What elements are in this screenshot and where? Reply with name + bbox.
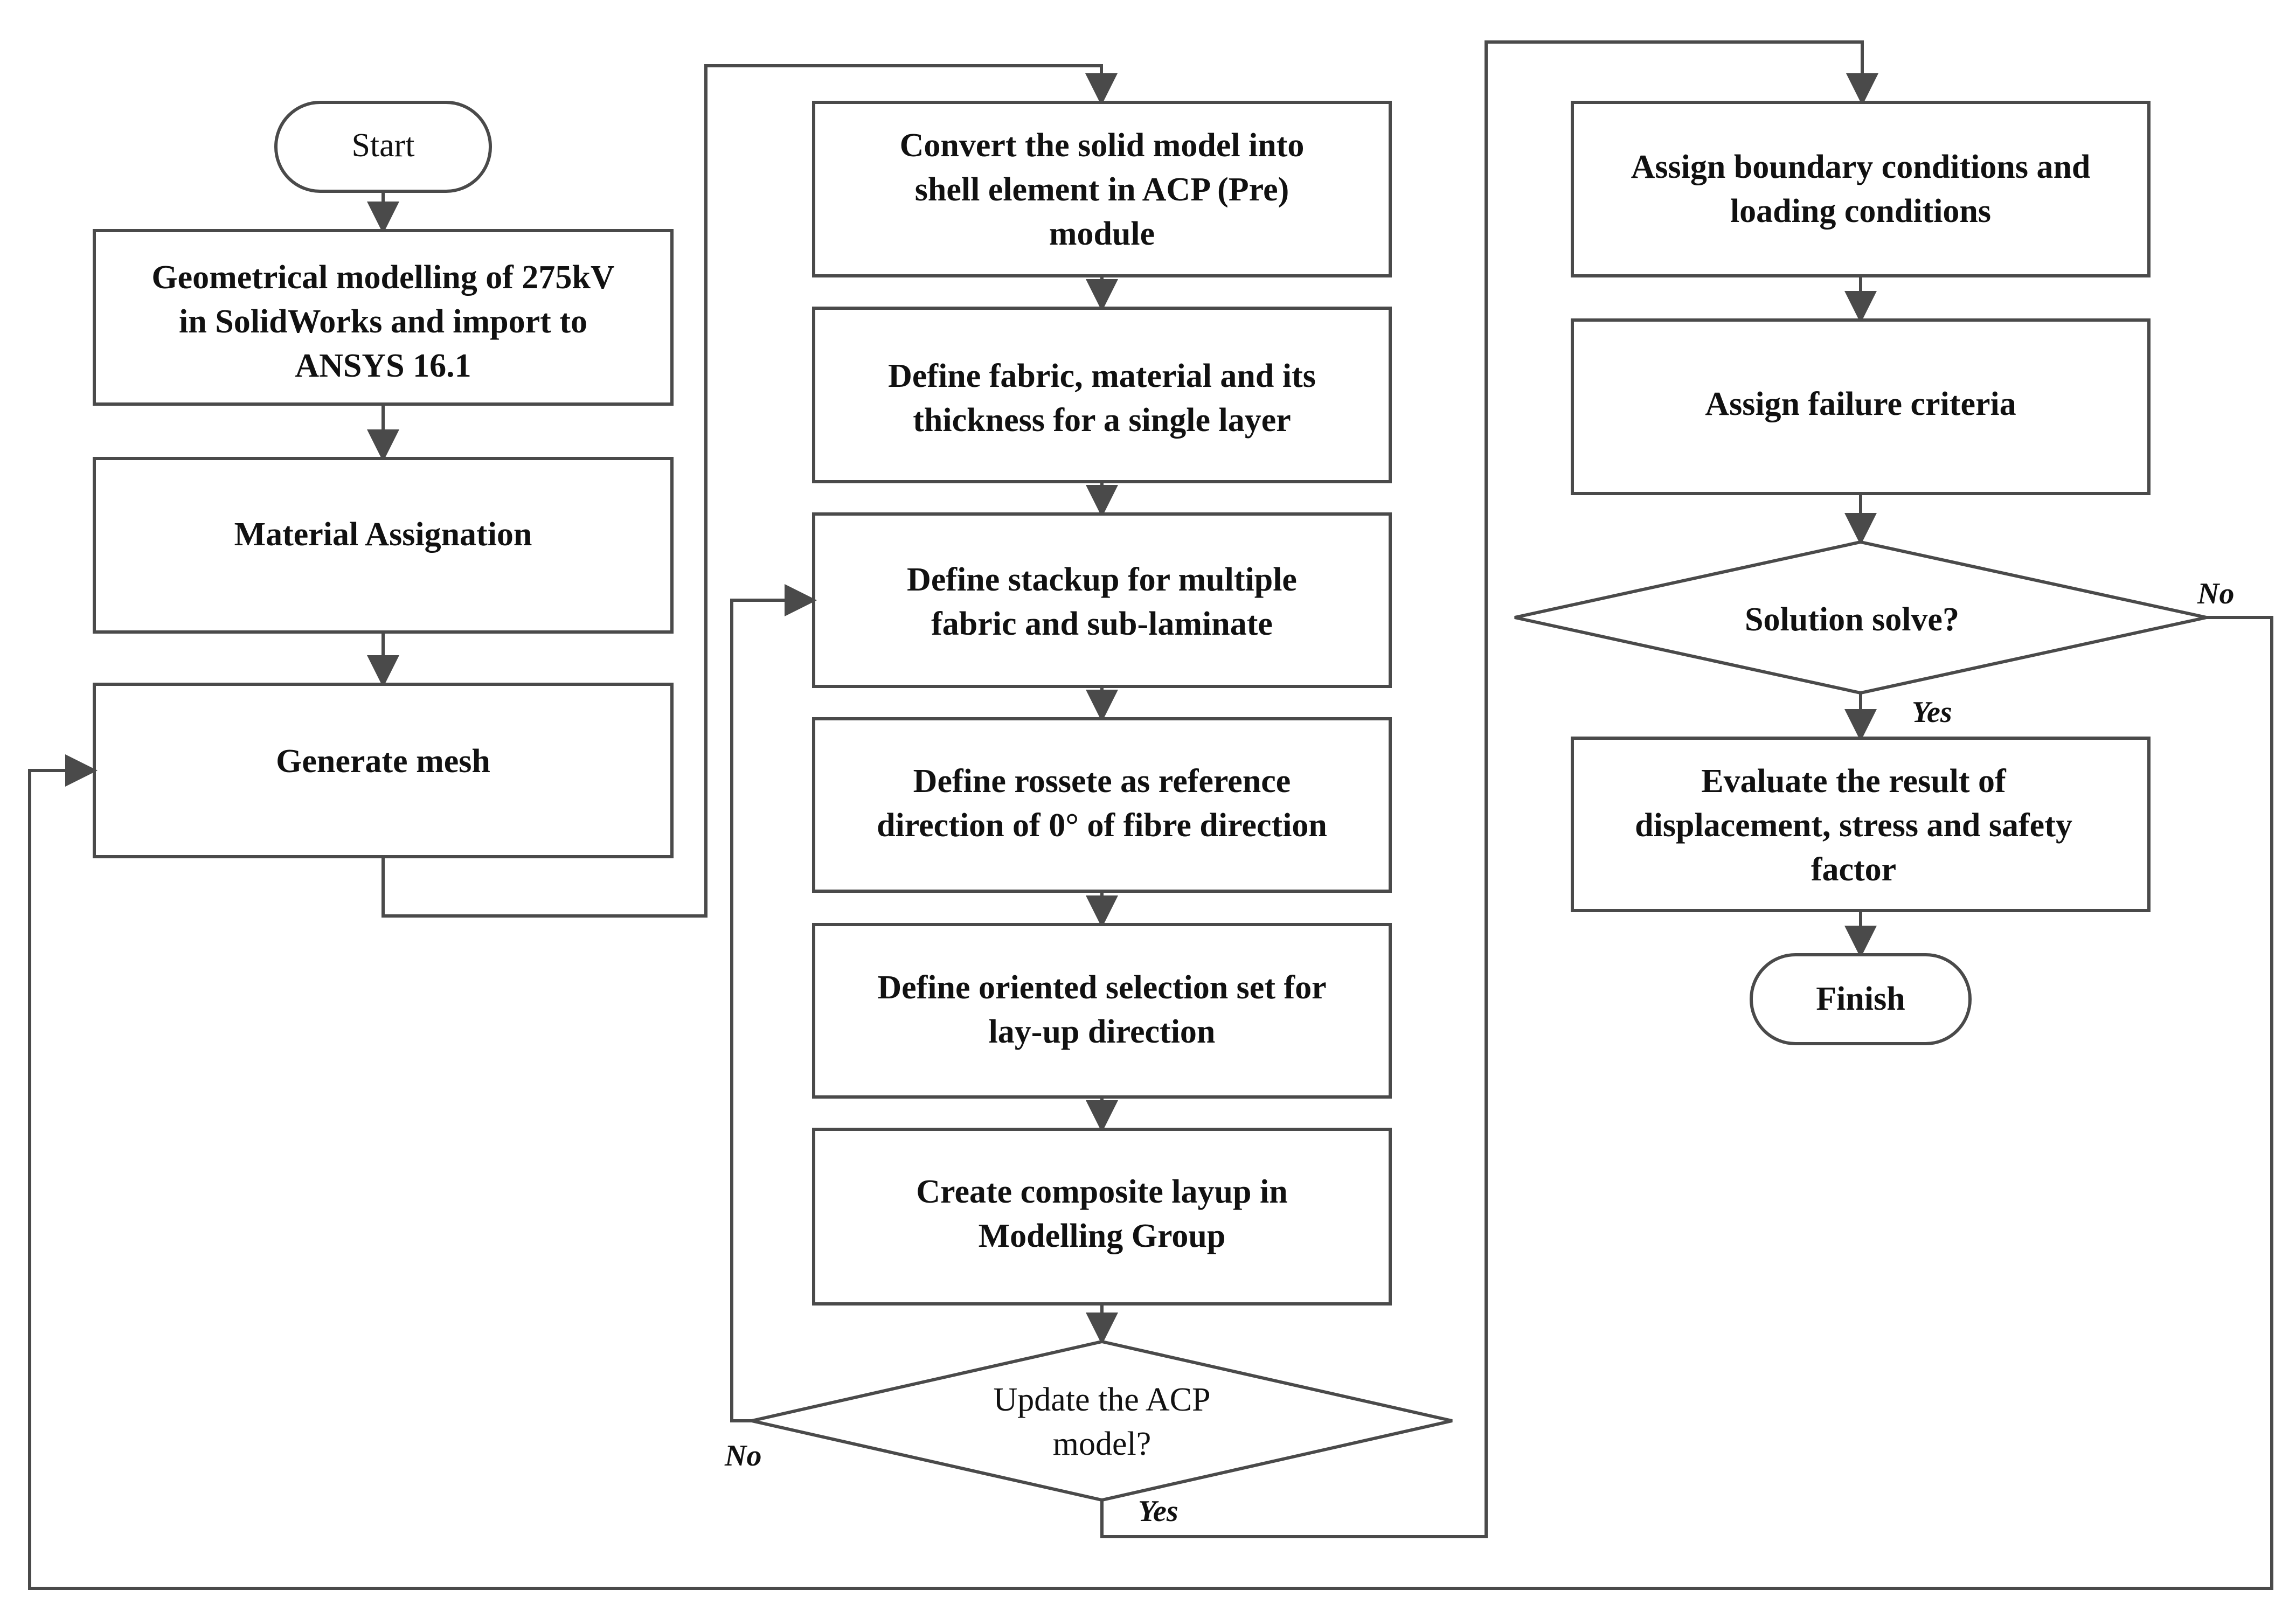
geometry-line-2: in SolidWorks and import to: [179, 303, 587, 340]
convert-line-3: module: [1049, 216, 1155, 252]
generate-mesh-label: Generate mesh: [276, 743, 490, 780]
fabric-line-2: thickness for a single layer: [913, 402, 1291, 439]
layup-line-2: Modelling Group: [979, 1218, 1226, 1254]
update-acp-yes-label: Yes: [1138, 1495, 1178, 1528]
solution-solve-label: Solution solve?: [1745, 601, 1959, 638]
evaluate-line-2: displacement, stress and safety: [1635, 807, 2072, 844]
oriented-line-1: Define oriented selection set for: [877, 969, 1326, 1006]
evaluate-line-1: Evaluate the result of: [1701, 763, 2007, 800]
start-terminal: Start: [274, 101, 492, 193]
update-acp-line-2: model?: [1053, 1426, 1152, 1462]
convert-shell-box: Convert the solid model into shell eleme…: [812, 101, 1392, 277]
define-rossete-box: Define rossete as reference direction of…: [812, 717, 1392, 893]
start-label: Start: [351, 127, 414, 164]
solution-solve-decision: Solution solve?: [1514, 540, 2207, 695]
boundary-line-2: loading conditions: [1730, 193, 1991, 230]
define-fabric-box: Define fabric, material and its thicknes…: [812, 307, 1392, 483]
stackup-line-1: Define stackup for multiple: [907, 561, 1297, 598]
geometry-line-1: Geometrical modelling of 275kV: [151, 259, 614, 296]
update-acp-line-1: Update the ACP: [994, 1381, 1211, 1418]
material-assignation-label: Material Assignation: [234, 516, 532, 553]
rossete-line-2: direction of 0° of fibre direction: [877, 807, 1327, 844]
boundary-conditions-box: Assign boundary conditions and loading c…: [1571, 101, 2151, 277]
geometry-line-3: ANSYS 16.1: [295, 348, 471, 384]
evaluate-line-3: factor: [1811, 851, 1896, 888]
solution-solve-no-label: No: [2197, 577, 2234, 610]
update-acp-decision: Update the ACP model?: [751, 1339, 1453, 1502]
finish-label: Finish: [1816, 981, 1905, 1017]
failure-criteria-label: Assign failure criteria: [1705, 386, 2016, 422]
convert-line-2: shell element in ACP (Pre): [915, 171, 1289, 208]
fabric-line-1: Define fabric, material and its: [888, 358, 1316, 394]
arrow-mesh-to-convert: [381, 64, 1118, 918]
arrow-solve-no-to-mesh: [28, 616, 2273, 1590]
convert-line-1: Convert the solid model into: [900, 127, 1305, 164]
solution-solve-yes-label: Yes: [1912, 696, 1952, 729]
stackup-line-2: fabric and sub-laminate: [931, 606, 1273, 642]
define-oriented-box: Define oriented selection set for lay-up…: [812, 923, 1392, 1099]
finish-terminal: Finish: [1750, 953, 1972, 1045]
failure-criteria-box: Assign failure criteria: [1571, 318, 2151, 495]
oriented-line-2: lay-up direction: [989, 1013, 1216, 1050]
layup-line-1: Create composite layup in: [916, 1173, 1287, 1210]
generate-mesh-box: Generate mesh: [93, 683, 674, 858]
define-stackup-box: Define stackup for multiple fabric and s…: [812, 512, 1392, 688]
rossete-line-1: Define rossete as reference: [913, 763, 1291, 800]
material-assignation-box: Material Assignation: [93, 457, 674, 634]
update-acp-no-label: No: [724, 1439, 761, 1473]
geometry-modelling-box: Geometrical modelling of 275kV in SolidW…: [93, 229, 674, 406]
boundary-line-1: Assign boundary conditions and: [1631, 149, 2091, 185]
create-layup-box: Create composite layup in Modelling Grou…: [812, 1128, 1392, 1306]
arrow-update-yes-to-boundary: [1100, 40, 1878, 1538]
evaluate-result-box: Evaluate the result of displacement, str…: [1571, 737, 2151, 912]
arrow-update-no-to-stackup: [730, 584, 817, 1422]
